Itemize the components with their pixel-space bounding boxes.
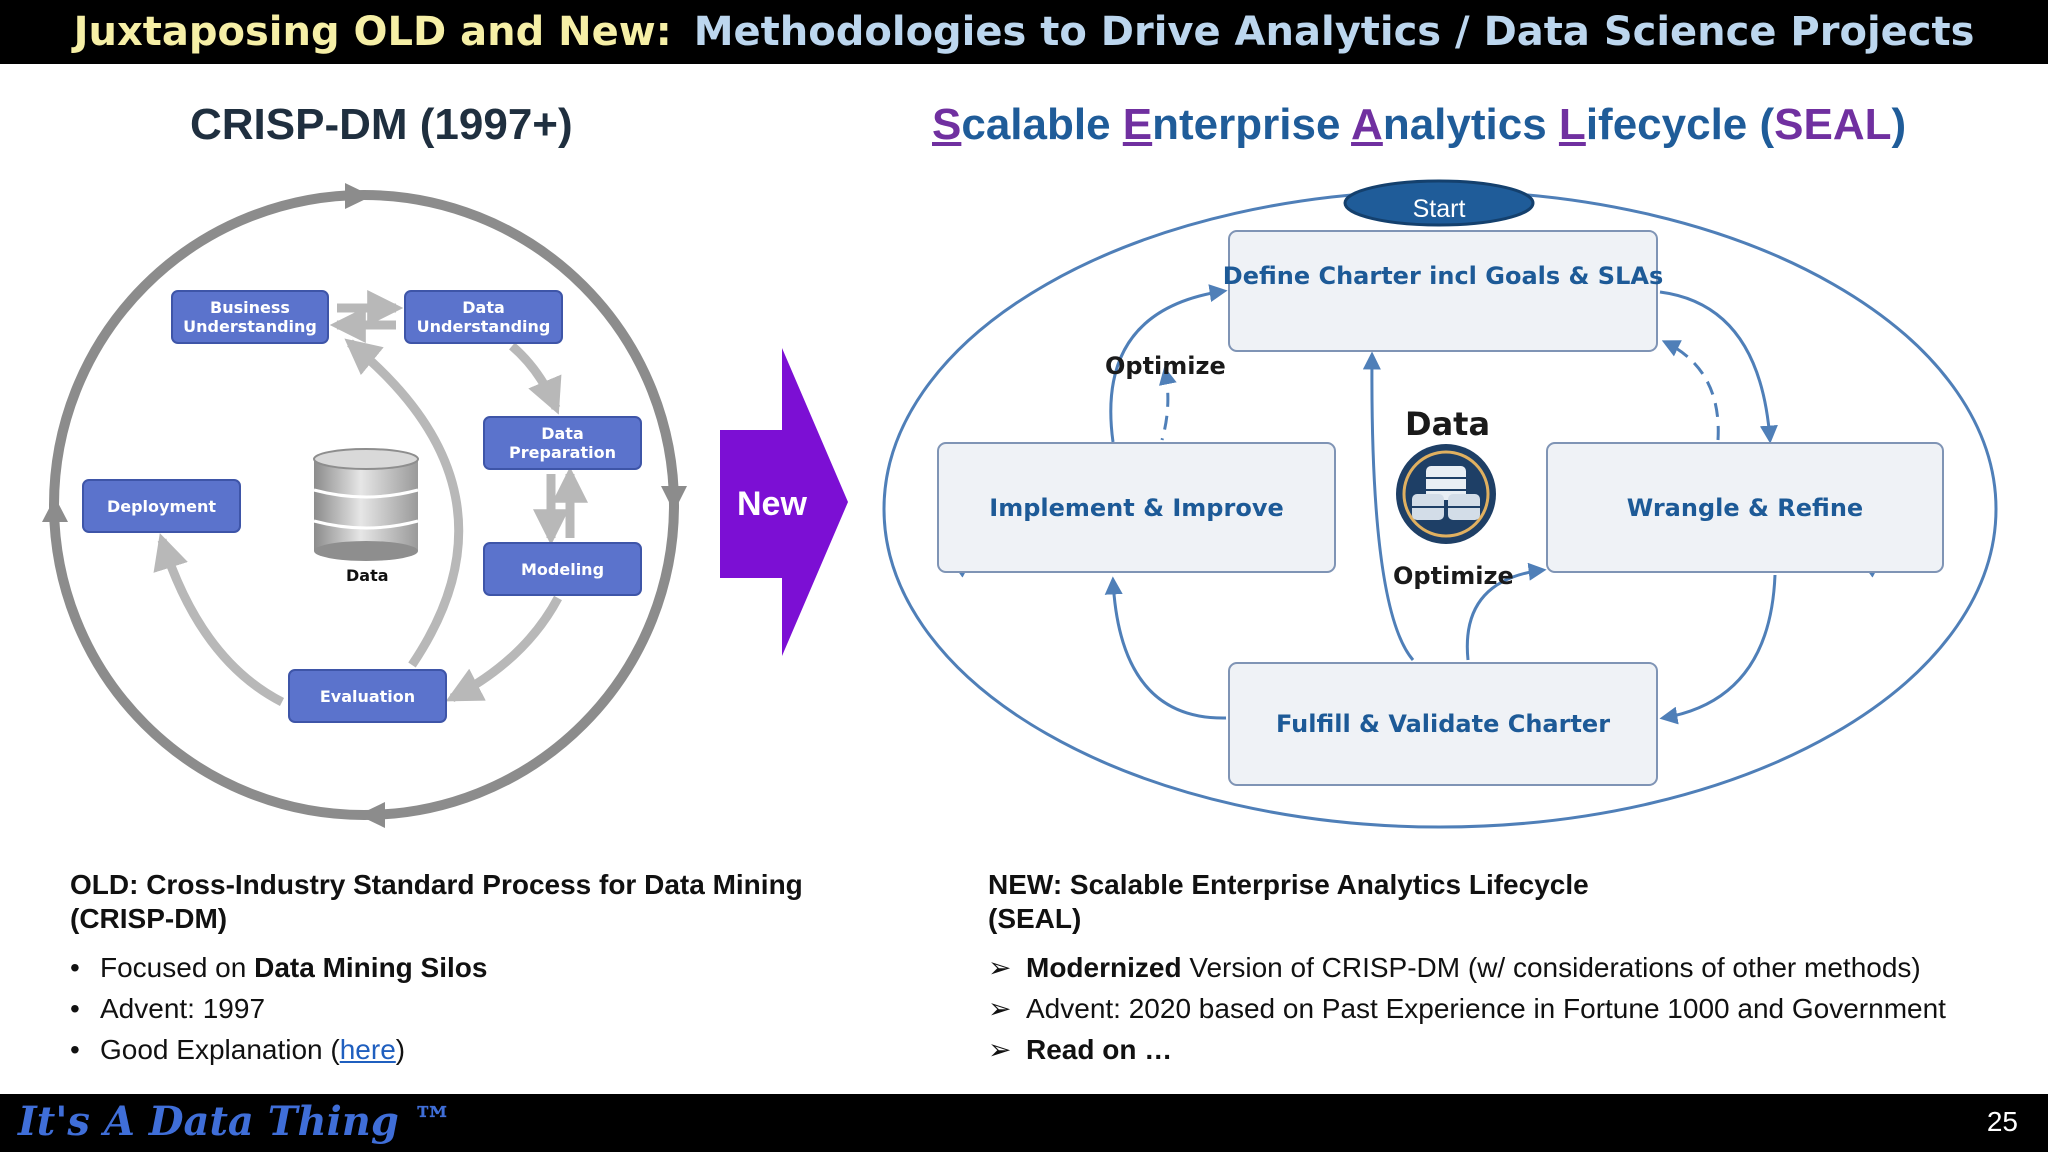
new-bullet-2: ➢ Advent: 2020 based on Past Experience i… [988, 988, 1946, 1029]
deployment-box: Deployment [82, 479, 241, 533]
data-stack-icon [1396, 444, 1496, 544]
old-bullet-1-bold: Data Mining Silos [254, 952, 488, 983]
seal-flow-arrows [1104, 284, 1778, 725]
fulfill-validate-label: Fulfill & Validate Charter [1275, 710, 1611, 738]
new-bullet-1-rest: Version of CRISP-DM (w/ considerations o… [1181, 952, 1921, 983]
slide-title-methodologies: Methodologies to Drive Analytics / Data … [693, 9, 1975, 55]
bullet-marker: • [70, 1034, 80, 1065]
old-heading-line2: (CRISP-DM) [70, 903, 228, 934]
seal-title-a: A [1351, 100, 1383, 149]
new-bullet-3: ➢ Read on … [988, 1029, 1946, 1070]
evaluation-box: Evaluation [288, 669, 447, 723]
implement-improve-box: Implement & Improve [937, 442, 1336, 573]
start-label: Start [1412, 194, 1466, 223]
new-bullet-1: ➢ Modernized Version of CRISP-DM (w/ cons… [988, 947, 1946, 988]
wrangle-refine-label: Wrangle & Refine [1626, 493, 1864, 522]
seal-title-l: L [1558, 100, 1586, 149]
new-arrow [720, 348, 848, 656]
seal-data-label: Data [1405, 405, 1491, 443]
here-link[interactable]: here [339, 1034, 396, 1065]
seal-title: Scalable Enterprise Analytics Lifecycle … [932, 100, 1906, 150]
database-icon [313, 448, 419, 561]
old-bullet-1: • Focused on Data Mining Silos [70, 947, 487, 988]
old-bullet-3-prefix: Good Explanation ( [100, 1034, 340, 1065]
seal-title-e-rest: nterprise [1152, 100, 1352, 149]
define-charter-box: Define Charter incl Goals & SLAs [1223, 230, 1663, 352]
new-arrow-label: New [737, 485, 807, 523]
page-number: 25 [1986, 1106, 2018, 1137]
cycle-arrow-bottom [358, 802, 385, 828]
implement-improve-label: Implement & Improve [989, 493, 1284, 522]
old-bullet-2-text: Advent: 1997 [100, 993, 266, 1024]
wrangle-refine-box: Wrangle & Refine [1546, 442, 1944, 573]
old-bullets: • Focused on Data Mining Silos • Advent: 1… [70, 947, 487, 1070]
slide-title: Juxtaposing OLD and New: Methodologies t… [0, 0, 2048, 64]
footer-bar: It's A Data Thing ™ 25 [0, 1094, 2048, 1152]
data-preparation-box: Data Preparation [483, 416, 642, 470]
crisp-dm-title: CRISP-DM (1997+) [190, 100, 573, 149]
seal-title-e: E [1122, 100, 1153, 149]
seal-title-a-rest: nalytics [1382, 100, 1559, 149]
bullet-marker: • [70, 952, 80, 983]
optimize-label-bottom: Optimize [1393, 562, 1514, 590]
crisp-data-label: Data [346, 566, 389, 585]
crisp-inner-arrows [153, 290, 588, 707]
modeling-box: Modeling [483, 542, 642, 596]
arrow-bullet-icon: ➢ [988, 952, 1012, 983]
new-heading-line1: NEW: Scalable Enterprise Analytics Lifec… [988, 869, 1589, 900]
cycle-arrow-left [42, 497, 68, 522]
seal-title-close: ) [1891, 100, 1907, 149]
old-heading-line1: OLD: Cross-Industry Standard Process for… [70, 869, 803, 900]
new-heading-line2: (SEAL) [988, 903, 1082, 934]
slide-title-old-new: Juxtaposing OLD and New: [73, 9, 672, 55]
old-bullet-2: • Advent: 1997 [70, 988, 487, 1029]
arrow-bullet-icon: ➢ [988, 1034, 1012, 1065]
define-charter-label: Define Charter incl Goals & SLAs [1222, 262, 1664, 290]
old-bullet-3-suffix: ) [395, 1034, 406, 1065]
brand-logo: It's A Data Thing ™ [18, 1098, 453, 1145]
optimize-label-top: Optimize [1105, 352, 1226, 380]
new-bullet-2-text: Advent: 2020 based on Past Experience in… [1026, 993, 1946, 1024]
new-heading: NEW: Scalable Enterprise Analytics Lifec… [988, 868, 1589, 936]
new-bullet-1-bold: Modernized [1026, 952, 1182, 983]
crisp-outer-cycle [42, 183, 687, 828]
seal-title-abbr: SEAL [1774, 100, 1892, 149]
arrow-bullet-icon: ➢ [988, 993, 1012, 1024]
cycle-arrow-top [345, 183, 372, 209]
seal-title-s-rest: calable [961, 100, 1123, 149]
cycle-arrow-right [661, 486, 687, 512]
business-understanding-box: Business Understanding [171, 290, 329, 344]
old-bullet-1-prefix: Focused on [100, 952, 255, 983]
bullet-marker: • [70, 993, 80, 1024]
fulfill-validate-box: Fulfill & Validate Charter [1228, 662, 1658, 786]
new-bullet-3-bold: Read on … [1026, 1034, 1173, 1065]
old-bullet-3: • Good Explanation (here) [70, 1029, 487, 1070]
seal-title-l-rest: ifecycle ( [1585, 100, 1775, 149]
new-bullets: ➢ Modernized Version of CRISP-DM (w/ cons… [988, 947, 1946, 1070]
seal-title-s: S [932, 100, 962, 149]
start-oval [1343, 179, 1535, 227]
data-understanding-box: Data Understanding [404, 290, 563, 344]
old-heading: OLD: Cross-Industry Standard Process for… [70, 868, 803, 936]
